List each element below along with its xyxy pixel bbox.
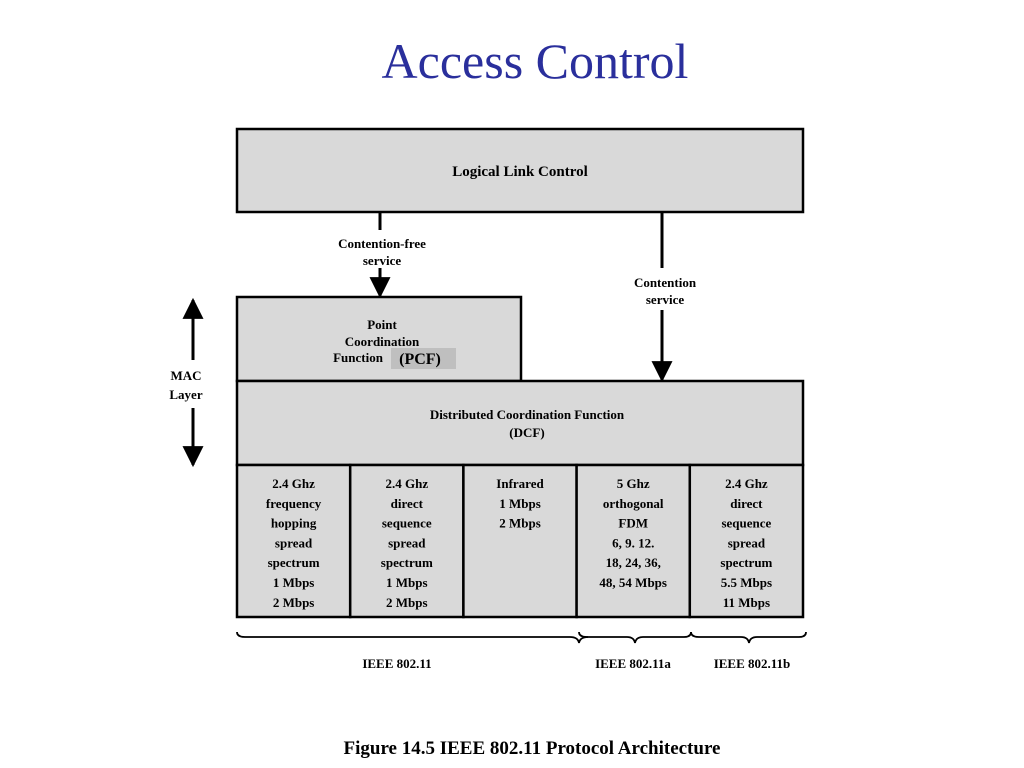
phy-column-4-line-2: orthogonal — [603, 496, 664, 511]
phy-column-2-line-3: sequence — [382, 516, 432, 531]
phy-column-1-line-5: spectrum — [268, 555, 320, 570]
phy-column-1-line-1: 2.4 Ghz — [272, 476, 315, 491]
standard-label-80211a: IEEE 802.11a — [595, 656, 671, 671]
phy-column-5-line-1: 2.4 Ghz — [725, 476, 768, 491]
contention-label-1: Contention — [634, 275, 697, 290]
standard-label-80211: IEEE 802.11 — [362, 656, 431, 671]
brace-80211 — [236, 631, 589, 644]
mac-label-2: Layer — [169, 387, 202, 402]
phy-column-2 — [348, 463, 465, 619]
phy-column-4-line-6: 48, 54 Mbps — [599, 575, 667, 590]
phy-column-4-line-3: FDM — [618, 516, 648, 531]
phy-column-4 — [575, 463, 692, 619]
phy-column-1-line-4: spread — [275, 535, 313, 550]
phy-column-5 — [688, 463, 805, 619]
phy-column-4-line-5: 18, 24, 36, — [606, 555, 661, 570]
phy-column-3 — [462, 463, 578, 619]
phy-column-4-line-1: 5 Ghz — [617, 476, 650, 491]
page-title: Access Control — [381, 33, 689, 89]
dcf-label-1: Distributed Coordination Function — [430, 407, 625, 422]
pcf-label-3: Function — [333, 350, 384, 365]
phy-column-5-line-3: sequence — [721, 516, 771, 531]
phy-column-1-line-2: frequency — [266, 496, 322, 511]
phy-column-5-line-5: spectrum — [720, 555, 772, 570]
phy-column-3-line-1: Infrared — [496, 476, 544, 491]
llc-label: Logical Link Control — [452, 164, 588, 180]
mac-label-1: MAC — [170, 368, 201, 383]
phy-columns: 2.4 Ghz frequency hopping spread spectrum 1 M… — [235, 463, 805, 619]
phy-column-1-line-3: hopping — [271, 516, 317, 531]
phy-column-1-line-7: 2 Mbps — [273, 595, 315, 610]
phy-column-2-line-4: spread — [388, 535, 426, 550]
pcf-box — [235, 295, 523, 383]
pcf-label-2: Coordination — [345, 334, 420, 349]
phy-column-4-line-4: 6, 9. 12. — [612, 535, 654, 550]
phy-column-2-line-1: 2.4 Ghz — [385, 476, 428, 491]
phy-column-2-line-6: 1 Mbps — [386, 575, 428, 590]
dcf-label-2: (DCF) — [509, 425, 544, 440]
pcf-abbr-highlight — [391, 348, 456, 369]
phy-column-5-line-4: spread — [728, 535, 766, 550]
pcf-label-1: Point — [367, 317, 397, 332]
contention-free-label-1: Contention-free — [338, 236, 426, 251]
pcf-abbr: (PCF) — [399, 351, 441, 368]
figure-caption: Figure 14.5 IEEE 802.11 Protocol Archite… — [343, 738, 721, 759]
contention-free-label-2: service — [363, 253, 401, 268]
dcf-box — [235, 379, 805, 467]
phy-column-1-line-6: 1 Mbps — [273, 575, 315, 590]
phy-column-5-line-2: direct — [730, 496, 763, 511]
phy-column-2-line-5: spectrum — [381, 555, 433, 570]
phy-column-3-line-2: 1 Mbps — [499, 496, 541, 511]
brace-80211b — [690, 631, 807, 644]
contention-label-2: service — [646, 292, 684, 307]
phy-column-5-line-6: 5.5 Mbps — [721, 575, 772, 590]
phy-column-3-line-3: 2 Mbps — [499, 516, 541, 531]
phy-column-2-line-2: direct — [391, 496, 424, 511]
standard-label-80211b: IEEE 802.11b — [714, 656, 791, 671]
brace-80211a — [578, 631, 692, 644]
phy-column-2-line-7: 2 Mbps — [386, 595, 428, 610]
llc-box — [235, 127, 805, 214]
phy-column-5-line-7: 11 Mbps — [723, 595, 770, 610]
